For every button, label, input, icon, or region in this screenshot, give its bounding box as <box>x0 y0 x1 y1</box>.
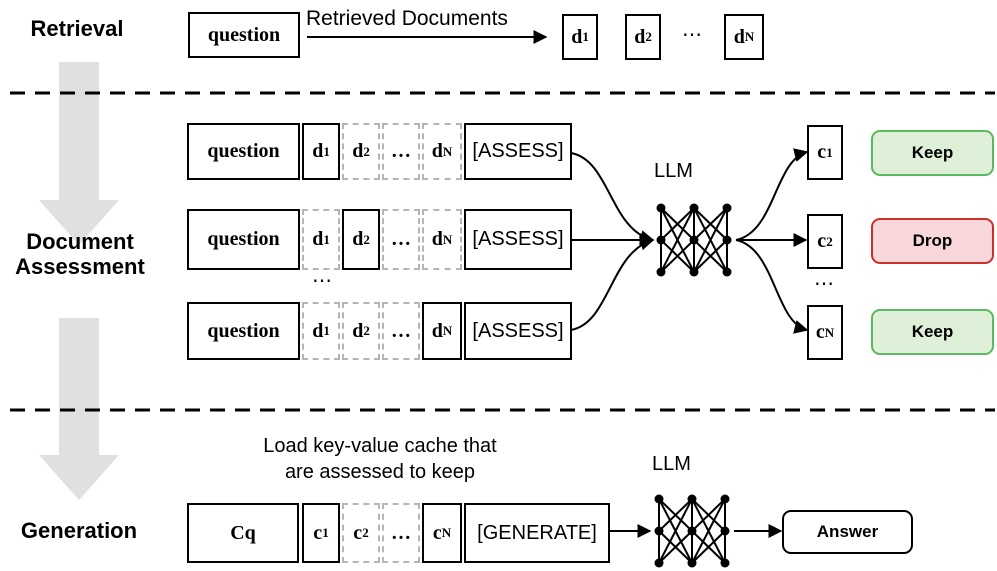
generation-ellipsis-box: … <box>382 503 420 563</box>
doc-letter: d <box>352 140 364 162</box>
stage-label-document: Document <box>26 229 134 254</box>
outputs-ellipsis: ⋯ <box>814 273 834 295</box>
c-letter: c <box>313 521 323 544</box>
stage-label-retrieval: Retrieval <box>30 16 124 41</box>
doc-letter: d <box>352 228 364 250</box>
c-subscript: N <box>441 525 452 540</box>
decision-badge-drop: Drop <box>871 218 994 264</box>
retrieval-ellipsis: ⋯ <box>682 24 702 46</box>
assess-token-box: [ASSESS] <box>464 302 572 360</box>
doc-letter: d <box>431 319 443 342</box>
flow-arrow-retrieval-to-assessment <box>39 62 119 245</box>
flow-arrow-assessment-to-generation <box>39 318 119 500</box>
assessment-question-box: question <box>187 209 300 270</box>
doc-subscript: 1 <box>323 231 330 247</box>
doc-subscript: 1 <box>323 143 330 159</box>
assessment-question-box: question <box>187 123 300 180</box>
arrow-llm-to-cN <box>735 239 809 334</box>
stage-label-document-assessment: Document Assessment <box>4 229 156 280</box>
stage-label-assessment: Assessment <box>15 254 145 280</box>
doc-subscript: 2 <box>363 143 370 159</box>
c-subscript: 2 <box>826 233 833 249</box>
generation-annotation-line2: are assessed to keep <box>284 461 476 483</box>
answer-box: Answer <box>782 510 913 554</box>
generation-annotation-line1: Load key-value cache that <box>263 435 497 457</box>
c-subscript: 2 <box>362 525 369 540</box>
retrieval-question-box: question <box>188 12 300 58</box>
assessment-ellipsis-box: … <box>382 209 420 270</box>
assessment-ellipsis-box: … <box>382 302 420 360</box>
stage-label-generation: Generation <box>20 518 138 543</box>
llm-label: LLM <box>654 160 693 182</box>
llm-network-icon <box>656 203 732 277</box>
doc-subscript: N <box>442 231 453 247</box>
doc-letter: d <box>352 319 364 342</box>
assessment-question-box: question <box>187 302 300 360</box>
assess-token-box: [ASSESS] <box>464 209 572 270</box>
arrow-llm-to-c1 <box>735 148 809 241</box>
c-subscript: N <box>824 324 835 340</box>
doc-letter: d <box>431 228 443 250</box>
c-subscript: 1 <box>322 525 329 540</box>
arrow-row1-to-llm <box>570 152 655 244</box>
c-letter: c <box>815 321 825 343</box>
generation-annotation: Load key-value cache that are assessed t… <box>220 433 540 485</box>
doc-letter: d <box>733 25 745 48</box>
doc-letter: d <box>312 140 324 162</box>
doc-letter: d <box>634 25 646 48</box>
decision-badge-keep: Keep <box>871 309 994 355</box>
assessment-ellipsis-box: … <box>382 123 420 180</box>
rows-ellipsis: ⋯ <box>312 270 332 292</box>
doc-subscript: 2 <box>645 29 652 44</box>
decision-badge-keep: Keep <box>871 130 994 176</box>
c-letter: c <box>817 230 827 252</box>
assess-token-box: [ASSESS] <box>464 123 572 180</box>
c-subscript: 1 <box>826 144 833 160</box>
arrow-row3-to-llm <box>570 236 655 331</box>
c-letter: c <box>817 141 827 163</box>
doc-subscript: 1 <box>582 29 589 44</box>
cq-box: Cq <box>187 503 299 563</box>
generate-token-box: [GENERATE] <box>464 503 610 563</box>
c-letter: c <box>353 521 363 544</box>
doc-subscript: 2 <box>363 231 370 247</box>
llm-network-icon-generation <box>654 494 730 568</box>
doc-letter: d <box>312 228 324 250</box>
doc-letter: d <box>312 319 324 342</box>
doc-letter: d <box>571 25 583 48</box>
doc-subscript: 2 <box>363 323 370 338</box>
doc-letter: d <box>431 140 443 162</box>
doc-subscript: 1 <box>323 323 330 338</box>
doc-subscript: N <box>744 29 755 44</box>
llm-label-generation: LLM <box>652 453 691 475</box>
c-letter: c <box>432 521 442 544</box>
retrieved-documents-label: Retrieved Documents <box>306 7 508 30</box>
doc-subscript: N <box>442 323 453 338</box>
doc-subscript: N <box>442 143 453 159</box>
